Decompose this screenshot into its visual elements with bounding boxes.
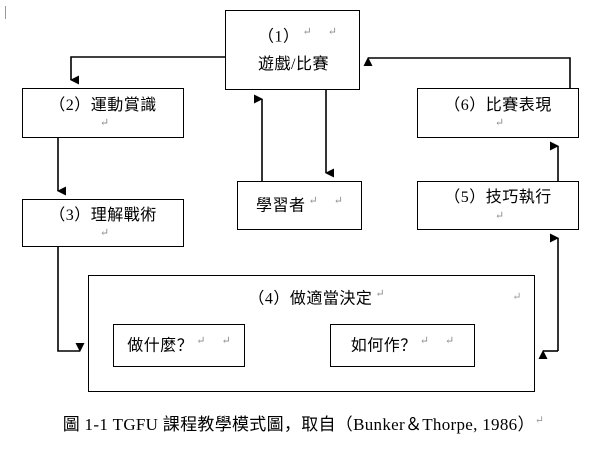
pilcrow-mark: ↵ xyxy=(534,414,545,427)
node-game-performance-label: （6）比賽表現 xyxy=(444,96,552,114)
node-learner-label: 學習者 xyxy=(256,197,306,215)
figure-caption-text: 圖 1-1 TGFU 課程教學模式圖，取自（Bunker＆Thorpe, 198… xyxy=(62,415,535,434)
pilcrow-mark: ↵ xyxy=(445,335,455,348)
pilcrow-mark: ↵ xyxy=(419,335,429,348)
node-sport-appreciation-label: （2）運動賞識 xyxy=(49,96,157,114)
figure-caption: 圖 1-1 TGFU 課程教學模式圖，取自（Bunker＆Thorpe, 198… xyxy=(0,410,607,435)
pilcrow-mark: ↵ xyxy=(333,195,343,208)
pilcrow-mark: ↵ xyxy=(99,227,110,240)
node-what-to-do-label: 做什麼？ xyxy=(127,337,194,355)
edge-performance-to-game xyxy=(363,57,571,88)
page-edit-mark xyxy=(5,6,6,19)
pilcrow-mark: ↵ xyxy=(375,288,385,300)
node-game-performance[interactable]: （6）比賽表現 ↵ xyxy=(417,88,579,138)
edge-game-to-appreciation xyxy=(70,56,225,85)
node-decision-making-label: （4）做適當決定 xyxy=(248,290,373,308)
pilcrow-mark: ↵ xyxy=(99,117,110,130)
edge-decision-to-skill xyxy=(538,233,559,359)
pilcrow-mark: ↵ xyxy=(221,335,231,348)
node-game-number: （1） xyxy=(258,28,300,46)
pilcrow-mark: ↵ xyxy=(196,335,206,348)
node-what-to-do[interactable]: 做什麼？↵↵ xyxy=(113,324,245,367)
node-learner[interactable]: 學習者↵↵ xyxy=(237,181,362,230)
node-decision-making[interactable]: （4）做適當決定↵ ↵ 做什麼？↵↵ 如何作？↵↵ xyxy=(88,275,535,392)
pilcrow-mark: ↵ xyxy=(308,195,318,208)
pilcrow-mark: ↵ xyxy=(302,25,312,38)
pilcrow-mark: ↵ xyxy=(494,117,505,130)
pilcrow-mark: ↵ xyxy=(512,291,522,303)
node-game[interactable]: （1）↵↵ 遊戲/比賽 xyxy=(225,10,360,90)
node-game-label: 遊戲/比賽 xyxy=(258,55,329,73)
node-tactical-awareness-label: （3）理解戰術 xyxy=(49,206,157,224)
node-game-number-line: （1）↵↵ xyxy=(248,25,337,48)
node-how-to-do[interactable]: 如何作？↵↵ xyxy=(330,324,475,367)
node-sport-appreciation[interactable]: （2）運動賞識 ↵ xyxy=(22,88,184,138)
node-skill-execution[interactable]: （5）技巧執行 ↵ xyxy=(417,181,579,230)
node-decision-making-title-row: （4）做適當決定↵ xyxy=(89,287,534,310)
edge-tactics-to-decision xyxy=(57,247,85,352)
node-skill-execution-label: （5）技巧執行 xyxy=(444,189,552,207)
node-how-to-do-label: 如何作？ xyxy=(350,337,417,355)
pilcrow-mark: ↵ xyxy=(494,209,505,222)
node-tactical-awareness[interactable]: （3）理解戰術 ↵ xyxy=(22,199,184,247)
pilcrow-mark: ↵ xyxy=(327,25,337,38)
